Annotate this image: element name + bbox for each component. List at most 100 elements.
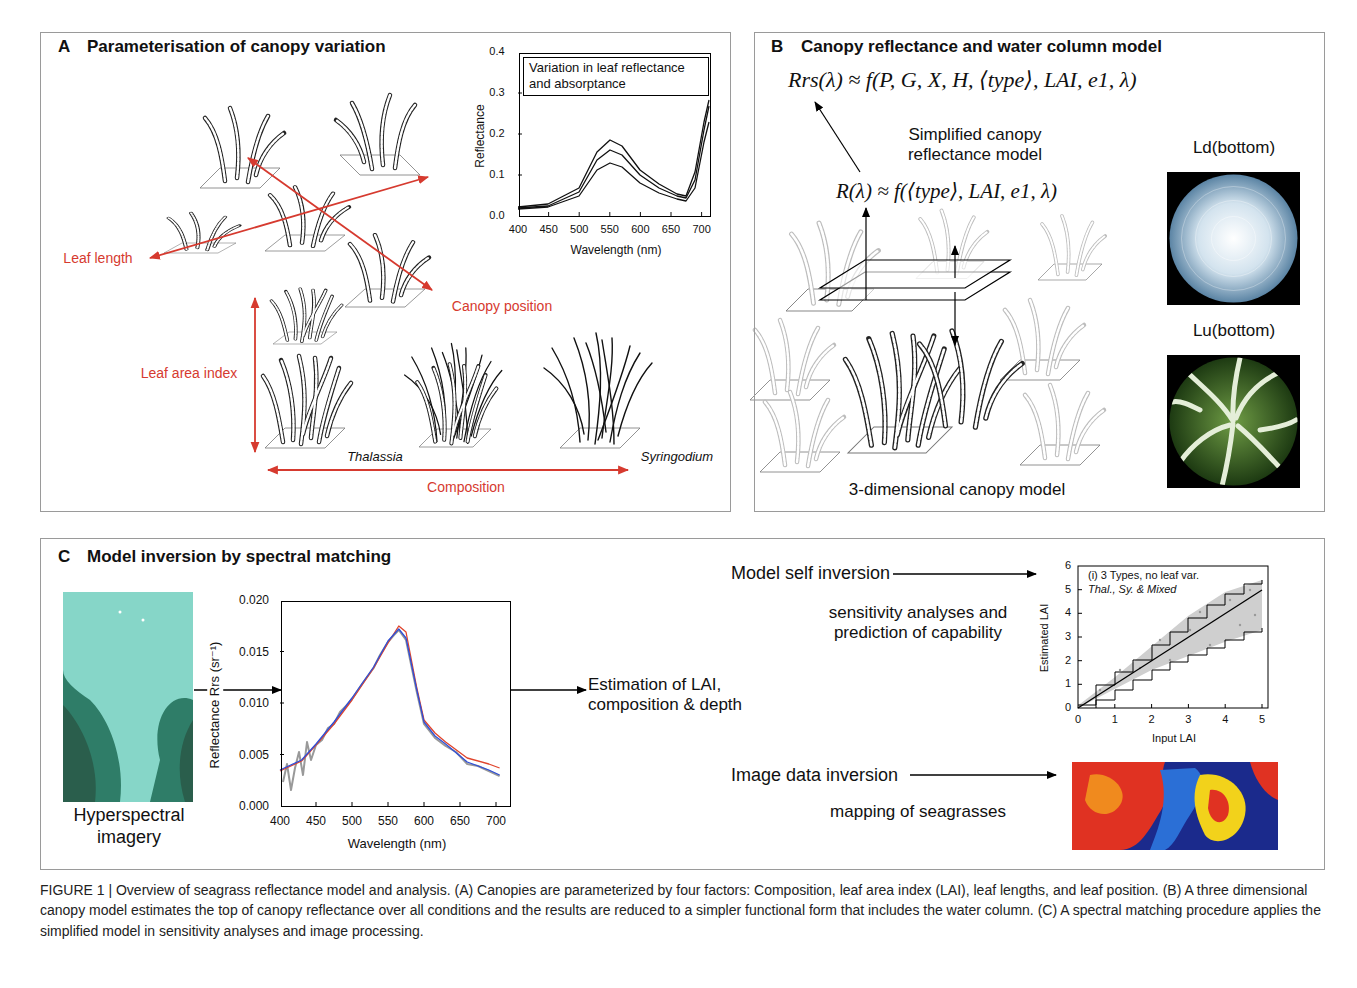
scatter-plot <box>1078 566 1268 708</box>
radiance-image <box>1180 425 1230 462</box>
seagrass-canopy <box>417 364 496 443</box>
hyperspectral-image <box>63 705 96 802</box>
axis-tick: 700 <box>486 814 506 828</box>
panel-title: Parameterisation of canopy variation <box>87 37 386 57</box>
dark-canopy <box>845 333 959 447</box>
species-name: Syringodium <box>641 449 713 465</box>
axis-tick: 2 <box>1065 654 1071 667</box>
axis-label: Leaf length <box>63 250 132 267</box>
flow-arrow <box>511 689 586 691</box>
radiance-image <box>1167 172 1300 305</box>
grey-canopy <box>1038 264 1102 280</box>
axis-tick: 0.0 <box>489 209 504 222</box>
reflectance-plane <box>815 102 860 172</box>
plot-legend: Thal., Sy. & Mixed <box>1088 583 1176 596</box>
axis-title: Reflectance Rrs (sr⁻¹) <box>207 639 223 772</box>
scatter-plot <box>1159 639 1161 641</box>
reflectance-plane <box>954 292 955 345</box>
inset-plot: Variation in leaf reflectance and absorp… <box>519 53 711 217</box>
scatter-plot <box>1239 624 1241 626</box>
seagrass-canopy <box>263 356 351 444</box>
axis-tick: 450 <box>539 223 557 236</box>
axis-tick: 1 <box>1065 678 1071 691</box>
seagrass-canopy <box>270 187 349 246</box>
scatter-plot <box>1099 689 1101 691</box>
seagrass-canopy <box>169 213 240 250</box>
seagrass-map <box>1195 774 1246 841</box>
axis-tick: 0.005 <box>239 747 269 761</box>
reflectance-plane <box>865 208 866 300</box>
seagrass-canopy <box>205 108 284 182</box>
satellite-image: Hyperspectral imagery <box>64 593 194 803</box>
grey-canopy <box>1042 216 1105 275</box>
seagrass-canopy <box>270 187 349 246</box>
seagrass-canopy <box>336 95 415 169</box>
scatter-plot <box>1189 629 1191 631</box>
grey-canopy <box>755 320 834 394</box>
axis-tick: 0.3 <box>489 86 504 99</box>
scatter-plot <box>1078 590 1262 708</box>
hyperspectral-image <box>63 592 193 802</box>
seagrass-canopy <box>350 235 429 302</box>
axis-tick: 500 <box>570 223 588 236</box>
scatter-plot <box>1254 614 1256 616</box>
result-text: Estimation of LAI, composition & depth <box>588 675 799 716</box>
hyperspectral-image <box>142 619 145 622</box>
hyperspectral-image <box>63 592 193 802</box>
scatter-plot <box>1199 611 1201 613</box>
leaf-spectrum <box>518 93 709 216</box>
dark-canopy <box>920 331 1023 427</box>
spectrum-curve <box>283 630 500 790</box>
panel-letter: A <box>58 37 70 57</box>
axis-tick: 0.015 <box>239 644 269 658</box>
axis-label: Leaf area index <box>141 365 238 382</box>
image-title: Ld(bottom) <box>1193 138 1275 158</box>
axis-title: Estimated LAI <box>1038 604 1051 672</box>
grey-canopy <box>755 320 834 394</box>
flow-arrow <box>893 573 1036 575</box>
seagrass-canopy <box>271 289 341 342</box>
axis-tick: 650 <box>450 814 470 828</box>
reflectance-plane <box>954 246 955 278</box>
axis-tick: 0 <box>1075 713 1081 726</box>
radiance-image <box>1238 426 1282 470</box>
seagrass-map <box>1072 762 1165 850</box>
grey-canopy <box>760 452 840 472</box>
axis-tick: 0.010 <box>239 696 269 710</box>
axis-tick: 3 <box>1185 713 1191 726</box>
radiance-image <box>1260 420 1296 430</box>
panel-title: Canopy reflectance and water column mode… <box>801 37 1162 57</box>
grey-canopy <box>765 392 844 466</box>
grey-canopy <box>1005 300 1084 374</box>
hyperspectral-image <box>119 611 122 614</box>
axis-tick: 0 <box>1065 701 1071 714</box>
axis-tick: 4 <box>1065 607 1071 620</box>
seagrass-canopy <box>169 213 240 250</box>
panel-title: Model inversion by spectral matching <box>87 547 391 567</box>
dark-canopy <box>920 331 1023 427</box>
axis-title: Input LAI <box>1152 732 1196 745</box>
annotation: 3-dimensional canopy model <box>849 480 1065 500</box>
plot-legend: (i) 3 Types, no leaf var. <box>1088 569 1199 582</box>
axis-tick: 6 <box>1065 559 1071 572</box>
axis-tick: 2 <box>1149 713 1155 726</box>
seagrass-canopy <box>164 213 240 253</box>
seagrass-canopy <box>560 428 640 448</box>
radiance-image <box>1172 402 1200 410</box>
panel-box: BCanopy reflectance and water column mod… <box>754 32 1325 512</box>
seagrass-canopy <box>263 356 351 444</box>
radiance-image <box>1182 187 1286 291</box>
axis-tick: 0.4 <box>489 45 504 58</box>
axis-tick: 400 <box>509 223 527 236</box>
annotation: mapping of seagrasses <box>830 802 1006 822</box>
grey-canopy <box>1025 385 1104 459</box>
grey-canopy <box>765 392 844 466</box>
plot-legend: Variation in leaf reflectance and absorp… <box>523 57 709 96</box>
image-caption: Hyperspectral imagery <box>49 805 209 848</box>
spectrum-curve <box>280 652 496 807</box>
grey-canopy <box>1005 300 1084 374</box>
seagrass-canopy <box>200 168 280 188</box>
axis-tick: 3 <box>1065 630 1071 643</box>
variation-arrow <box>150 158 628 470</box>
